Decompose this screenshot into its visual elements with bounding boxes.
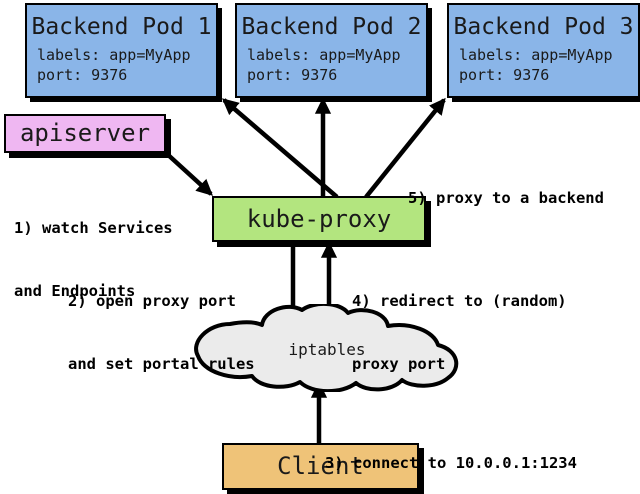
backend-pod-2-labels: labels: app=MyApp — [247, 45, 401, 64]
step-2-line-1: 2) open proxy port — [68, 291, 236, 310]
step-2-label: 2) open proxy port and set portal rules — [68, 249, 255, 416]
step-5-label: 5) proxy to a backend — [408, 146, 604, 251]
arrow-apiserver-to-kubeproxy — [164, 151, 213, 196]
step-5-line-1: 5) proxy to a backend — [408, 188, 604, 207]
iptables-cloud-shape — [194, 302, 459, 394]
step-1-label: 1) watch Services and Endpoints — [14, 176, 173, 343]
kube-proxy-node[interactable]: kube-proxy — [212, 196, 426, 242]
step-1-line-1: 1) watch Services — [14, 218, 173, 237]
step-3-label: 3) connect to 10.0.0.1:1234 — [325, 411, 577, 494]
step-3-line-1: 3) connect to 10.0.0.1:1234 — [325, 453, 577, 472]
arrow-kubeproxy-to-pod-1 — [221, 98, 339, 199]
backend-pod-2[interactable]: Backend Pod 2 labels: app=MyApp port: 93… — [235, 3, 428, 98]
arrow-kubeproxy-to-pod-3 — [364, 97, 446, 199]
step-4-line-2: proxy port — [352, 354, 446, 373]
backend-pod-1-labels: labels: app=MyApp — [37, 45, 191, 64]
backend-pod-3-title: Backend Pod 3 — [453, 13, 634, 40]
step-2-line-2: and set portal rules — [68, 354, 255, 373]
kube-proxy-label: kube-proxy — [246, 204, 392, 233]
backend-pod-1-port: port: 9376 — [37, 66, 128, 85]
client-label: Client — [277, 452, 364, 481]
step-4-label: 4) redirect to (random) proxy port — [352, 249, 567, 416]
backend-pod-2-title: Backend Pod 2 — [241, 13, 422, 40]
backend-pod-2-port: port: 9376 — [247, 66, 338, 85]
apiserver-node[interactable]: apiserver — [4, 114, 166, 153]
backend-pod-3-port: port: 9376 — [459, 66, 550, 85]
step-1-line-2: and Endpoints — [14, 281, 136, 300]
backend-pod-1-title: Backend Pod 1 — [31, 13, 212, 40]
backend-pod-3[interactable]: Backend Pod 3 labels: app=MyApp port: 93… — [447, 3, 640, 98]
client-node[interactable]: Client — [222, 443, 419, 490]
apiserver-label: apiserver — [19, 119, 151, 148]
backend-pod-1[interactable]: Backend Pod 1 labels: app=MyApp port: 93… — [25, 3, 218, 98]
backend-pod-3-labels: labels: app=MyApp — [459, 45, 613, 64]
step-4-line-1: 4) redirect to (random) — [352, 291, 567, 310]
